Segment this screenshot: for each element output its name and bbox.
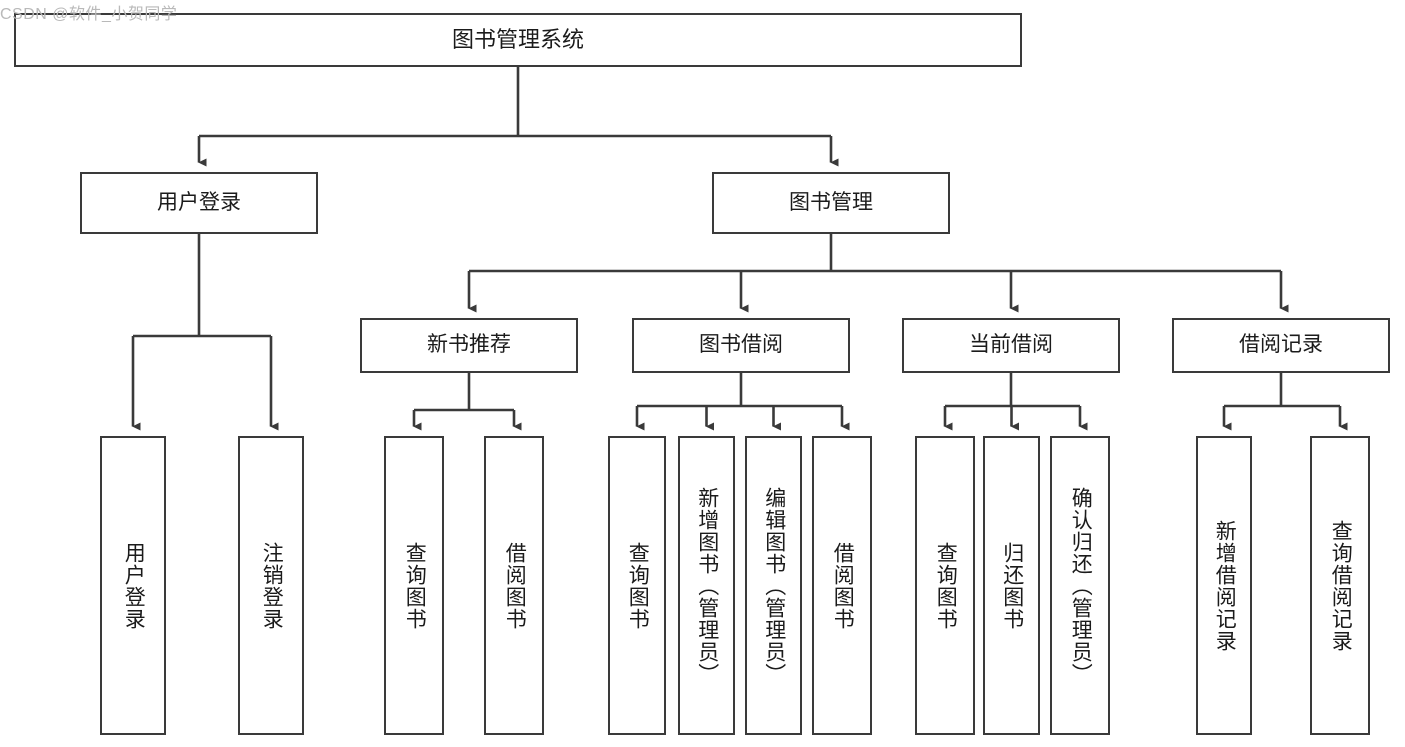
node-leaf-logout[interactable]: 注销登录 xyxy=(238,436,304,735)
node-leaf-add-record[interactable]: 新增借阅记录 xyxy=(1196,436,1252,735)
node-leaf-borrow-book-2[interactable]: 借阅图书 xyxy=(812,436,872,735)
node-label: 借阅图书 xyxy=(503,541,527,630)
node-login[interactable]: 用户登录 xyxy=(80,172,318,234)
node-newbook[interactable]: 新书推荐 xyxy=(360,318,578,373)
node-leaf-query-book-3[interactable]: 查询图书 xyxy=(915,436,975,735)
node-label: 查询图书 xyxy=(403,541,427,630)
node-label: 查询图书 xyxy=(934,541,958,630)
node-label: 当前借阅 xyxy=(969,333,1053,357)
node-leaf-user-login[interactable]: 用户登录 xyxy=(100,436,166,735)
node-label: 注销登录 xyxy=(260,541,284,630)
node-label: 新书推荐 xyxy=(427,333,511,357)
node-label: 新增图书（管理员） xyxy=(695,486,719,685)
node-borrow[interactable]: 图书借阅 xyxy=(632,318,850,373)
node-bookmgmt[interactable]: 图书管理 xyxy=(712,172,950,234)
watermark-text: CSDN @软件_小贺同学 xyxy=(0,6,178,23)
node-label: 查询借阅记录 xyxy=(1329,519,1353,652)
node-leaf-edit-book[interactable]: 编辑图书（管理员） xyxy=(745,436,802,735)
node-leaf-return-book[interactable]: 归还图书 xyxy=(983,436,1040,735)
node-label: 确认归还（管理员） xyxy=(1069,486,1093,685)
node-label: 图书借阅 xyxy=(699,333,783,357)
node-leaf-confirm-return[interactable]: 确认归还（管理员） xyxy=(1050,436,1110,735)
node-records[interactable]: 借阅记录 xyxy=(1172,318,1390,373)
node-label: 用户登录 xyxy=(157,190,241,214)
node-leaf-query-record[interactable]: 查询借阅记录 xyxy=(1310,436,1370,735)
node-label: 归还图书 xyxy=(1000,541,1024,630)
node-label: 查询图书 xyxy=(626,541,650,630)
node-leaf-query-book-1[interactable]: 查询图书 xyxy=(384,436,444,735)
node-label: 借阅记录 xyxy=(1239,333,1323,357)
node-label: 借阅图书 xyxy=(831,541,855,630)
node-leaf-borrow-book-1[interactable]: 借阅图书 xyxy=(484,436,544,735)
node-label: 新增借阅记录 xyxy=(1213,519,1237,652)
node-leaf-query-book-2[interactable]: 查询图书 xyxy=(608,436,666,735)
node-label: 编辑图书（管理员） xyxy=(762,486,786,685)
node-root[interactable]: 图书管理系统 xyxy=(14,13,1022,67)
node-current[interactable]: 当前借阅 xyxy=(902,318,1120,373)
node-label: 图书管理系统 xyxy=(451,27,584,53)
node-label: 用户登录 xyxy=(122,541,146,630)
node-label: 图书管理 xyxy=(789,190,873,214)
node-leaf-add-book[interactable]: 新增图书（管理员） xyxy=(678,436,735,735)
